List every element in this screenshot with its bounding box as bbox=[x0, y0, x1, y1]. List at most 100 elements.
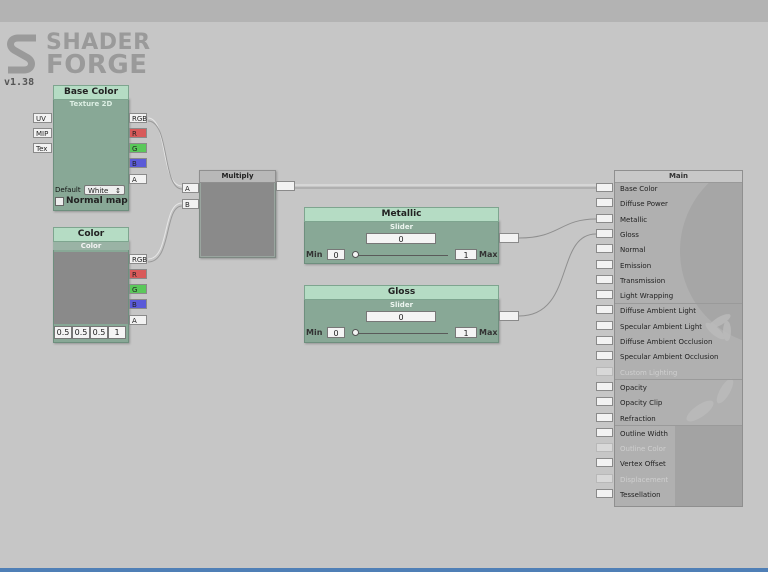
gloss-node[interactable]: Gloss Slider 0 Min 0 1 Max bbox=[304, 285, 499, 343]
section-divider bbox=[615, 425, 742, 426]
gloss-max-field[interactable]: 1 bbox=[455, 327, 477, 338]
main-input-label: Metallic bbox=[620, 216, 648, 224]
main-input-label: Diffuse Ambient Occlusion bbox=[620, 338, 713, 346]
main-input-port[interactable] bbox=[596, 214, 613, 223]
gloss-value-field[interactable]: 0 bbox=[366, 311, 436, 322]
node-subtitle: Slider bbox=[389, 301, 414, 309]
version-label: v1.38 bbox=[4, 77, 35, 88]
wire-gloss-to-main-gloss bbox=[518, 233, 597, 317]
main-input-label: Light Wrapping bbox=[620, 292, 674, 300]
color-a-field[interactable]: 1 bbox=[108, 326, 126, 339]
metallic-max-field[interactable]: 1 bbox=[455, 249, 477, 260]
node-title[interactable]: Gloss bbox=[304, 285, 499, 300]
main-input-label: Specular Ambient Occlusion bbox=[620, 353, 719, 361]
multiply-preview bbox=[201, 183, 274, 256]
normal-map-label: Normal map bbox=[66, 196, 128, 206]
main-input-port[interactable] bbox=[596, 275, 613, 284]
main-node-title[interactable]: Main bbox=[615, 171, 742, 183]
input-port-b[interactable]: B bbox=[182, 199, 199, 209]
node-title[interactable]: Multiply bbox=[199, 170, 276, 183]
output-port-a[interactable]: A bbox=[129, 315, 147, 325]
node-title[interactable]: Color bbox=[53, 227, 129, 242]
main-input-port[interactable] bbox=[596, 290, 613, 299]
metallic-slider-knob[interactable] bbox=[352, 251, 359, 258]
output-port-b[interactable]: B bbox=[129, 158, 147, 168]
input-port-tex[interactable]: Tex bbox=[33, 143, 52, 153]
main-input-port[interactable] bbox=[596, 351, 613, 360]
output-port-metallic[interactable] bbox=[499, 233, 519, 243]
main-input-port bbox=[596, 367, 613, 376]
main-input-port[interactable] bbox=[596, 183, 613, 192]
main-input-label: Opacity bbox=[620, 384, 647, 392]
main-input-port[interactable] bbox=[596, 382, 613, 391]
gloss-min-field[interactable]: 0 bbox=[327, 327, 345, 338]
color-preview bbox=[54, 252, 128, 324]
output-port-g[interactable]: G bbox=[129, 284, 147, 294]
output-port-b[interactable]: B bbox=[129, 299, 147, 309]
main-input-label: Diffuse Power bbox=[620, 200, 668, 208]
metallic-node[interactable]: Metallic Slider 0 Min 0 1 Max bbox=[304, 207, 499, 264]
output-port-r[interactable]: R bbox=[129, 269, 147, 279]
dropdown-arrow-icon: ↕ bbox=[115, 187, 121, 195]
input-port-a[interactable]: A bbox=[182, 183, 199, 193]
main-input-port[interactable] bbox=[596, 229, 613, 238]
main-input-label: Outline Width bbox=[620, 430, 668, 438]
main-input-port[interactable] bbox=[596, 397, 613, 406]
main-input-label: Gloss bbox=[620, 231, 639, 239]
main-input-label: Vertex Offset bbox=[620, 460, 666, 468]
base-color-node[interactable]: Base Color Texture 2D Default White ↕ No… bbox=[53, 85, 129, 211]
main-input-port bbox=[596, 474, 613, 483]
main-input-label: Displacement bbox=[620, 476, 669, 484]
output-port-a[interactable]: A bbox=[129, 174, 147, 184]
input-port-mip[interactable]: MIP bbox=[33, 128, 52, 138]
output-port-gloss[interactable] bbox=[499, 311, 519, 321]
status-bar bbox=[0, 568, 768, 572]
main-input-port[interactable] bbox=[596, 413, 613, 422]
input-port-uv[interactable]: UV bbox=[33, 113, 52, 123]
node-subtitle: Color bbox=[53, 242, 129, 250]
main-input-port[interactable] bbox=[596, 428, 613, 437]
color-node[interactable]: Color Color 0.5 0.5 0.5 1 bbox=[53, 227, 129, 343]
logo-line1: SHADER bbox=[46, 30, 151, 55]
main-input-port[interactable] bbox=[596, 458, 613, 467]
gloss-slider-track[interactable] bbox=[354, 333, 448, 334]
main-input-port[interactable] bbox=[596, 244, 613, 253]
max-label: Max bbox=[479, 328, 498, 337]
color-r-field[interactable]: 0.5 bbox=[54, 326, 72, 339]
default-texture-select[interactable]: White ↕ bbox=[84, 185, 125, 195]
normal-map-checkbox[interactable] bbox=[55, 197, 64, 206]
metallic-slider-track[interactable] bbox=[354, 255, 448, 256]
main-input-label: Normal bbox=[620, 246, 646, 254]
min-label: Min bbox=[306, 328, 323, 337]
material-preview-background bbox=[675, 171, 742, 506]
metallic-min-field[interactable]: 0 bbox=[327, 249, 345, 260]
main-input-port[interactable] bbox=[596, 336, 613, 345]
main-input-port[interactable] bbox=[596, 305, 613, 314]
main-input-label: Base Color bbox=[620, 185, 658, 193]
multiply-node[interactable]: Multiply bbox=[199, 170, 276, 258]
max-label: Max bbox=[479, 250, 498, 259]
color-b-field[interactable]: 0.5 bbox=[90, 326, 108, 339]
output-port-rgb[interactable]: RGB bbox=[129, 254, 147, 264]
gloss-slider-knob[interactable] bbox=[352, 329, 359, 336]
default-texture-value: White bbox=[88, 187, 109, 195]
metallic-value-field[interactable]: 0 bbox=[366, 233, 436, 244]
output-port-rgb[interactable]: RGB bbox=[129, 113, 147, 123]
output-port-g[interactable]: G bbox=[129, 143, 147, 153]
main-input-port[interactable] bbox=[596, 198, 613, 207]
main-input-label: Refraction bbox=[620, 415, 656, 423]
main-input-port[interactable] bbox=[596, 260, 613, 269]
main-input-label: Transmission bbox=[620, 277, 666, 285]
node-title[interactable]: Metallic bbox=[304, 207, 499, 222]
output-port-multiply[interactable] bbox=[276, 181, 295, 191]
main-input-port[interactable] bbox=[596, 489, 613, 498]
main-input-label: Opacity Clip bbox=[620, 399, 663, 407]
logo-line2: FORGE bbox=[46, 50, 148, 80]
logo-s-icon bbox=[7, 34, 36, 74]
output-port-r[interactable]: R bbox=[129, 128, 147, 138]
main-input-label: Outline Color bbox=[620, 445, 666, 453]
main-input-port[interactable] bbox=[596, 321, 613, 330]
color-g-field[interactable]: 0.5 bbox=[72, 326, 90, 339]
node-title[interactable]: Base Color bbox=[53, 85, 129, 100]
